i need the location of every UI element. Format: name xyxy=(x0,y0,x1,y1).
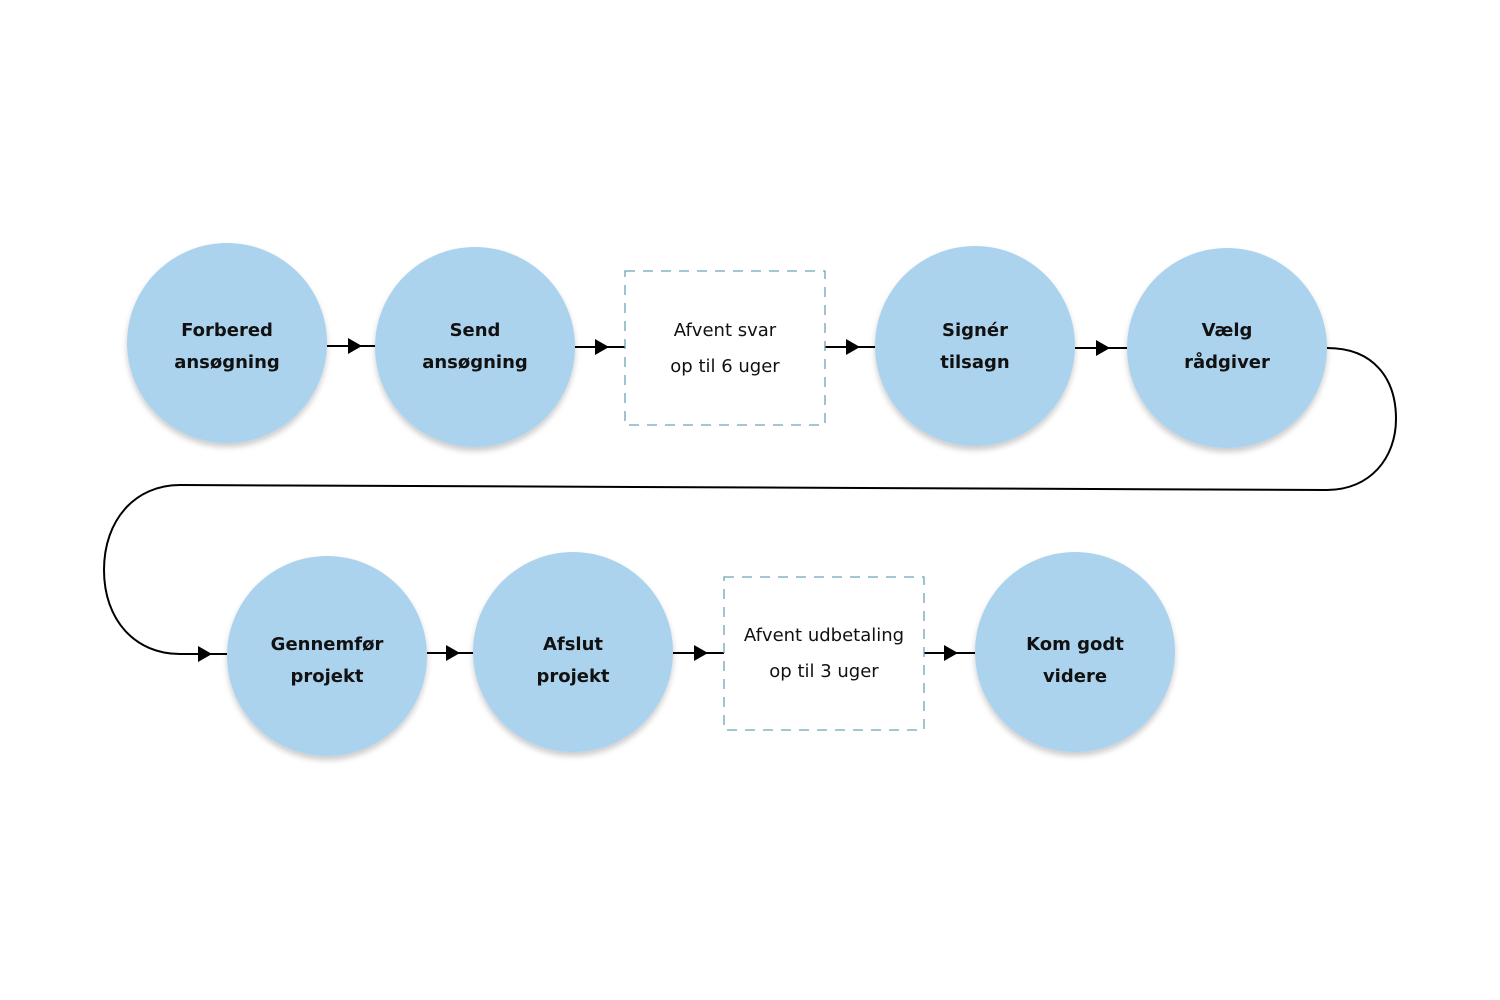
step-send: Send ansøgning xyxy=(375,247,575,447)
step-label: Forbered xyxy=(181,320,273,341)
wait-label: op til 6 uger xyxy=(670,356,780,377)
wait-label: op til 3 uger xyxy=(769,661,879,682)
wait-svar: Afvent svar op til 6 uger xyxy=(624,270,826,426)
step-label: Gennemfør xyxy=(271,634,384,655)
step-afslut: Afslut projekt xyxy=(473,552,673,752)
step-label: projekt xyxy=(536,666,609,687)
step-label: videre xyxy=(1043,666,1107,687)
arrowhead-icon xyxy=(595,339,609,355)
step-label: ansøgning xyxy=(422,352,528,373)
step-label: Vælg xyxy=(1202,320,1253,341)
step-label: rådgiver xyxy=(1184,351,1270,373)
step-signer: Signér tilsagn xyxy=(875,246,1075,446)
arrowhead-icon xyxy=(694,645,708,661)
step-label: ansøgning xyxy=(174,352,280,373)
row-wrap-connector xyxy=(102,347,1398,655)
step-vaelg: Vælg rådgiver xyxy=(1127,248,1327,448)
step-kom-godt-videre: Kom godt videre xyxy=(975,552,1175,752)
arrowhead-icon xyxy=(846,339,860,355)
arrowhead-icon xyxy=(348,338,362,354)
arrowhead-icon xyxy=(446,645,460,661)
connectors xyxy=(102,338,1398,662)
wait-udbetaling: Afvent udbetaling op til 3 uger xyxy=(723,576,925,731)
arrowhead-icon xyxy=(944,645,958,661)
step-label: Signér xyxy=(942,320,1008,341)
step-label: tilsagn xyxy=(940,352,1010,373)
arrowhead-icon xyxy=(198,646,212,662)
step-label: Send xyxy=(450,320,501,341)
step-label: projekt xyxy=(290,666,363,687)
step-label: Kom godt xyxy=(1026,634,1124,655)
wait-label: Afvent svar xyxy=(674,320,777,341)
step-gennemfor: Gennemfør projekt xyxy=(227,556,427,756)
arrowhead-icon xyxy=(1096,340,1110,356)
wait-label: Afvent udbetaling xyxy=(744,625,904,646)
step-forbered: Forbered ansøgning xyxy=(127,243,327,443)
step-label: Afslut xyxy=(543,634,603,655)
